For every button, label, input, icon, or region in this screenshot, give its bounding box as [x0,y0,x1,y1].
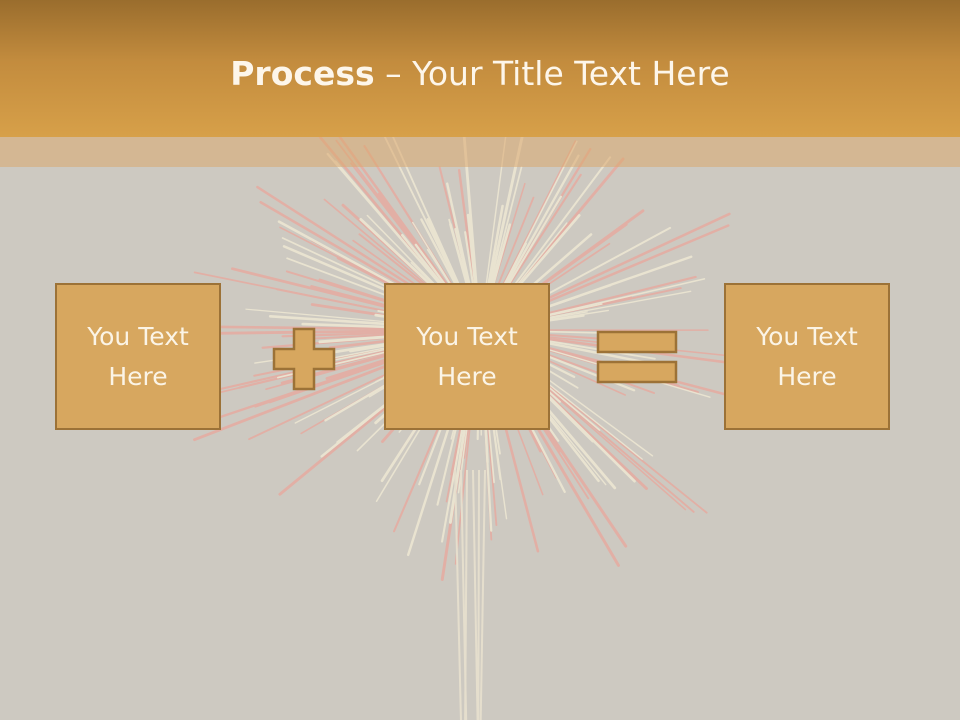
title-bar: Process – Your Title Text Here [0,0,960,137]
firework-streak [494,196,535,294]
equals-icon [596,330,678,384]
header-band [0,137,960,167]
firework-streak [457,169,476,290]
process-box-3-text: You Text Here [756,321,858,391]
firework-trail [454,469,462,720]
slide-title[interactable]: Process – Your Title Text Here [0,52,960,96]
process-box-2-text: You Text Here [416,321,518,391]
firework-trail [477,469,480,720]
firework-streak [499,195,562,299]
firework-streak [536,224,730,307]
title-bold: Process [230,54,375,93]
firework-streak [230,267,415,315]
process-box-1-text: You Text Here [87,321,189,391]
firework-streak [522,366,695,513]
firework-trail [472,469,479,720]
firework-streak [520,275,697,321]
firework-streak [495,154,580,304]
title-rest: – Your Title Text Here [374,54,730,93]
plus-icon [272,327,336,391]
process-box-2[interactable]: You Text Here [384,283,550,430]
firework-trail [464,469,468,720]
firework-streak [536,355,626,396]
firework-streak [513,157,625,290]
process-box-3[interactable]: You Text Here [724,283,890,430]
firework-trail [479,469,486,720]
process-box-1[interactable]: You Text Here [55,283,221,430]
firework-streak [526,212,731,309]
